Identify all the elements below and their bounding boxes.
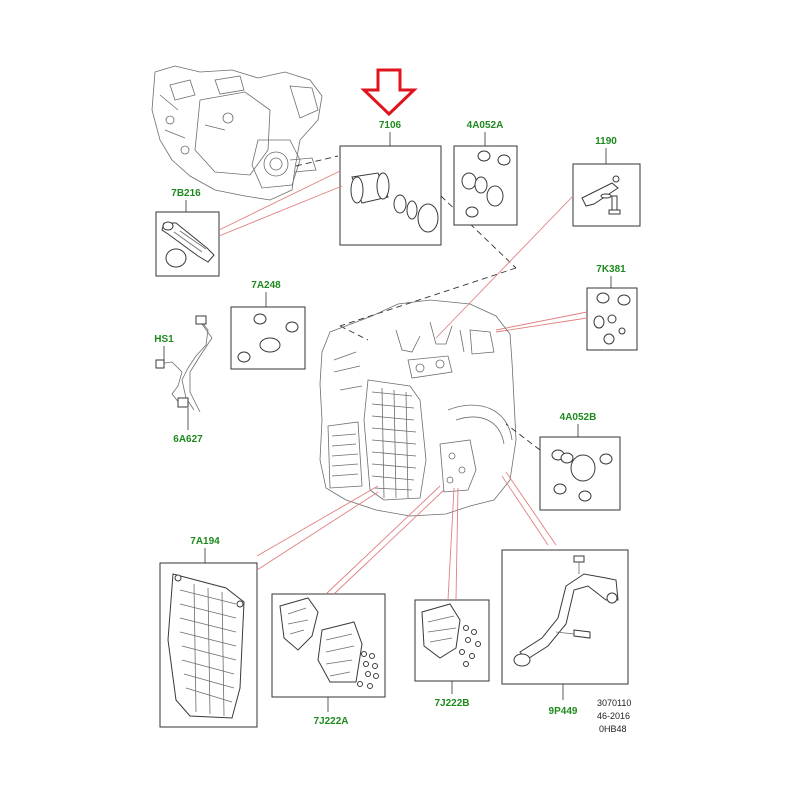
valve-body-7J222A-parts [279,597,379,689]
seal-kit-4A052B-parts [551,449,613,502]
label-HS1: HS1 [154,334,174,345]
transmission-assembly-sketch [319,299,517,517]
label-4A052B: 4A052B [560,412,597,423]
label-7B216: 7B216 [171,188,201,199]
oil-pan-7A194-part [167,573,245,719]
red-down-arrow-icon [360,68,418,117]
seal-kit-7K381-parts [593,292,631,345]
footer-ref-line2: 46-2016 [597,711,630,721]
label-9P449: 9P449 [549,706,578,717]
seal-kit-4A052A-parts [461,150,511,218]
seal-kit-7A248-parts [237,313,299,363]
bracket-1190-part [581,175,621,215]
label-7J222A: 7J222A [313,716,348,727]
label-7A248: 7A248 [251,280,281,291]
transfer-case-sketch [151,65,323,201]
oil-cooler-pipe-9P449-part [513,555,619,667]
wiring-harness-6A627-part [155,315,213,413]
label-7K381: 7K381 [596,264,626,275]
label-7J222B: 7J222B [434,698,469,709]
label-7A194: 7A194 [190,536,220,547]
valve-body-7J222B-parts [421,603,481,667]
footer-ref-line1: 3070110 [597,698,631,708]
filter-7B216-part [161,221,215,268]
label-6A627: 6A627 [173,434,203,445]
label-4A052A: 4A052A [467,120,504,131]
footer-ref-line3: 0HB48 [599,724,627,734]
label-7106: 7106 [379,120,402,131]
seal-kit-7106-parts [350,172,439,233]
label-1190: 1190 [595,136,617,147]
